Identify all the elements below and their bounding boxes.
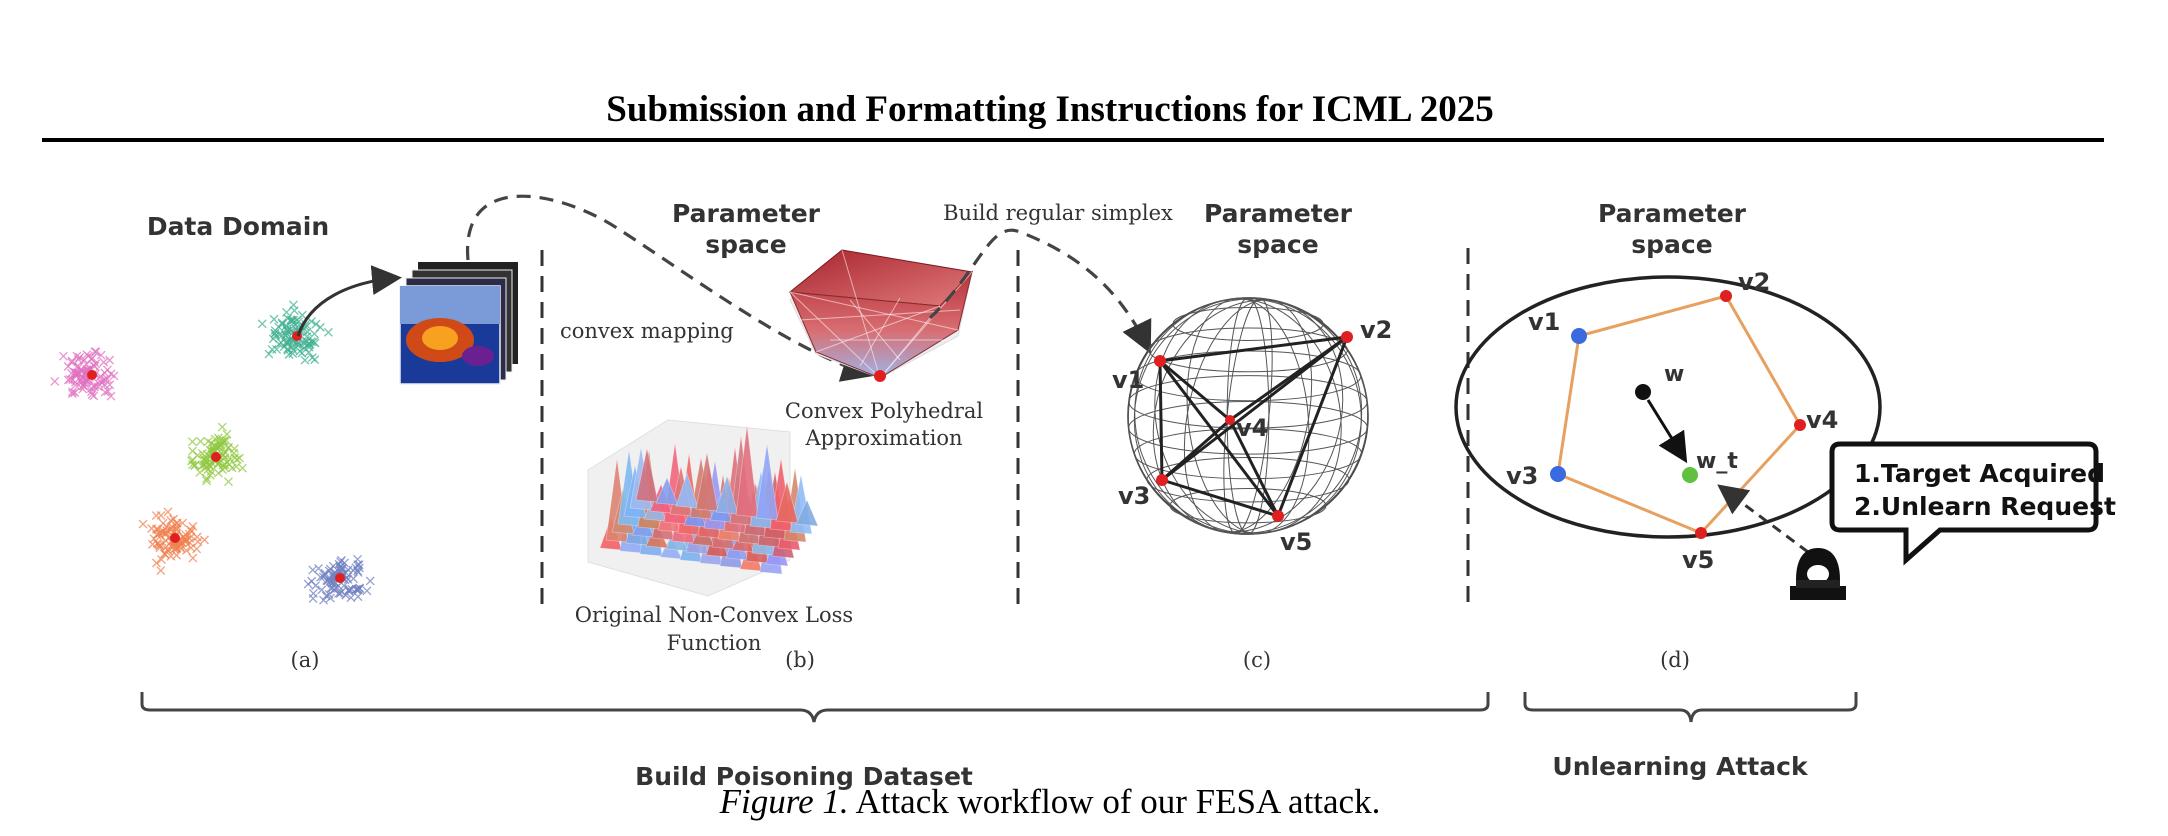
- vertex-d-v4: [1794, 419, 1806, 431]
- polyhedral-label-line1: Convex Polyhedral: [785, 399, 984, 423]
- cluster-4: [303, 554, 375, 605]
- polyhedral-label-line2: Approximation: [804, 426, 962, 450]
- vertex-c-v1: [1154, 355, 1166, 367]
- nonconvex-label-line2: Function: [667, 631, 762, 655]
- vertex-c-v5: [1272, 510, 1284, 522]
- build-simplex-label: Build regular simplex: [943, 201, 1173, 225]
- left-brace: [140, 692, 1490, 723]
- vertex-d-label-v3: v3: [1506, 462, 1538, 490]
- cluster-to-images-arrow: [296, 265, 402, 337]
- caption-text: Attack workflow of our FESA attack.: [848, 782, 1381, 821]
- w-t-label: w_t: [1696, 449, 1738, 474]
- vertex-d-label-v4: v4: [1806, 406, 1838, 434]
- cluster-center-4: [335, 573, 345, 583]
- w-label: w: [1664, 362, 1684, 387]
- vertex-d-label-v2: v2: [1738, 268, 1770, 296]
- vertex-c-label-v1: v1: [1112, 366, 1144, 394]
- figure-label: Figure 1.: [719, 782, 849, 821]
- simplex-vertices: [1154, 331, 1353, 522]
- panel-c-label: (c): [1243, 648, 1271, 672]
- brace-right-label: Unlearning Attack: [1552, 752, 1809, 781]
- vertex-d-v1: [1571, 328, 1587, 344]
- cluster-center-3: [170, 533, 180, 543]
- nonconvex-surface-peaks: [599, 425, 819, 575]
- convex-mapping-label: convex mapping: [560, 319, 734, 343]
- polyhedron-min-point: [874, 370, 886, 382]
- nonconvex-label-line1: Original Non-Convex Loss: [575, 603, 853, 627]
- vertex-d-label-v5: v5: [1682, 546, 1714, 574]
- panel-d-label: (d): [1660, 648, 1690, 672]
- convex-polyhedron-plot: [788, 249, 974, 382]
- hacker-icon: [1790, 548, 1846, 600]
- vertex-c-v3: [1156, 474, 1168, 486]
- panel-b: Parameter space convex mapping Convex Po…: [560, 199, 983, 672]
- speech-line2: 2.Unlearn Request: [1854, 492, 2116, 521]
- vertex-c-v4: [1225, 415, 1235, 425]
- pentagon-polytope: [1556, 294, 1802, 535]
- vertex-c-label-v2: v2: [1360, 316, 1392, 344]
- w-t-point: [1682, 467, 1698, 483]
- parameter-space-circle: [1454, 275, 1882, 539]
- panel-d-title-line2: space: [1631, 230, 1712, 259]
- panel-c: Parameter space v1 v2 v3 v4 v5 (c: [1112, 199, 1392, 672]
- speech-line1: 1.Target Acquired: [1854, 459, 2105, 488]
- cluster-center-0: [87, 370, 97, 380]
- vertex-c-label-v5: v5: [1280, 528, 1312, 556]
- panel-b-title-line2: space: [705, 230, 786, 259]
- panel-a-label: (a): [291, 648, 320, 672]
- vertex-d-v5: [1695, 527, 1707, 539]
- panel-d-title-line1: Parameter: [1598, 199, 1747, 228]
- panel-b-label: (b): [785, 648, 815, 672]
- panel-c-title-line1: Parameter: [1204, 199, 1353, 228]
- polyhedron-to-sphere-curve: [928, 228, 1152, 354]
- vertex-d-v3: [1550, 466, 1566, 482]
- panel-b-title-line1: Parameter: [672, 199, 821, 228]
- w-to-wt-arrow: [1646, 399, 1688, 464]
- image-stack-icon: [399, 262, 518, 385]
- figure-caption: Figure 1. Attack workflow of our FESA at…: [0, 782, 2100, 822]
- vertex-c-label-v3: v3: [1118, 482, 1150, 510]
- panel-a: Data Domain (a): [50, 212, 518, 672]
- data-clusters: [50, 300, 375, 605]
- running-header-title: Submission and Formatting Instructions f…: [606, 89, 1494, 130]
- vertex-d-label-v1: v1: [1528, 308, 1560, 336]
- cluster-center-2: [211, 452, 221, 462]
- cluster-0: [50, 347, 119, 401]
- header-rule: [42, 138, 2104, 142]
- panel-a-title: Data Domain: [147, 212, 329, 241]
- wireframe-sphere: [1127, 297, 1369, 535]
- hacker-to-wt-arrow: [1717, 484, 1809, 554]
- right-brace: [1523, 692, 1858, 723]
- nonconvex-surface-plot: [587, 419, 819, 597]
- vertex-c-v2: [1341, 331, 1353, 343]
- brace-left-label: Build Poisoning Dataset: [635, 762, 973, 791]
- panel-d: Parameter space v1 v2 v3 v4 v5 w w_t: [1454, 199, 2116, 672]
- cluster-1: [257, 300, 333, 365]
- speech-bubble: 1.Target Acquired 2.Unlearn Request: [1829, 441, 2116, 566]
- vertex-d-v2: [1720, 290, 1732, 302]
- vertex-c-label-v4: v4: [1236, 414, 1268, 442]
- panel-c-title-line2: space: [1237, 230, 1318, 259]
- w-point: [1635, 384, 1651, 400]
- simplex-edges: [1158, 335, 1349, 518]
